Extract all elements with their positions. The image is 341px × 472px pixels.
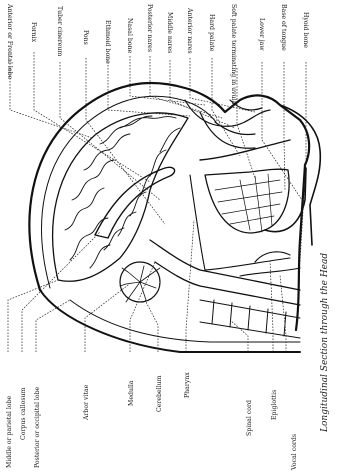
label-pons: Pons	[82, 30, 89, 45]
lower-jaw-shape	[265, 168, 306, 232]
label-middle-nares: Middle nares	[166, 12, 173, 53]
label-corpus-callosum: Corpus callosum	[20, 387, 27, 440]
label-posterior-nares: Posterior nares	[146, 4, 153, 52]
neck-inner	[70, 300, 300, 342]
labels-bottom: Middle or parietal lobe Corpus callosum …	[6, 372, 298, 471]
label-epiglottis: Epiglottis	[271, 390, 278, 420]
label-nasal-bone: Nasal bone	[126, 18, 133, 54]
label-ethmoid-bone: Ethmoid bone	[104, 20, 111, 64]
label-base-of-tongue: Base of tongue	[280, 4, 287, 51]
head-illustration	[29, 83, 320, 352]
brainstem-shape	[150, 240, 300, 305]
label-lower-jaw: Lower jaw	[258, 18, 265, 51]
label-soft-palate: Soft palate terminating in uvula	[230, 4, 237, 105]
tongue-lines	[215, 174, 282, 232]
label-medulla: Medulla	[128, 380, 135, 406]
label-tuber-cinereum: Tuber cinereum	[56, 6, 63, 56]
labels-top: Anterior or Frontal lobe Fornix Tuber ci…	[6, 3, 309, 105]
corpus-callosum-shape	[95, 167, 175, 238]
label-spinal-cord: Spinal cord	[246, 400, 253, 436]
neck-back	[40, 290, 300, 352]
label-arbor-vitae: Arbor vitae	[83, 384, 90, 421]
label-fornix: Fornix	[30, 22, 37, 43]
tongue-shape	[205, 169, 289, 233]
label-hard-palate: Hard palate	[208, 14, 215, 52]
vertebrae	[200, 300, 300, 338]
label-cerebellum: Cerebellum	[156, 375, 163, 412]
label-anterior-nares: Anterior nares	[186, 7, 193, 54]
label-vocal-cords: Vocal cords	[291, 434, 298, 471]
label-middle-parietal-lobe: Middle or parietal lobe	[6, 395, 13, 468]
label-posterior-occipital-lobe: Posterior or occipital lobe	[34, 386, 41, 468]
gyri-1	[65, 116, 176, 260]
figure-caption: Longitudinal Section through the Head	[320, 253, 330, 433]
label-pharynx: Pharynx	[184, 372, 191, 398]
label-hyoid-bone: Hyoid bone	[302, 12, 309, 48]
label-anterior-frontal-lobe: Anterior or Frontal lobe	[6, 3, 13, 80]
nasal-cavity	[185, 100, 270, 148]
palate-shape	[200, 140, 290, 160]
